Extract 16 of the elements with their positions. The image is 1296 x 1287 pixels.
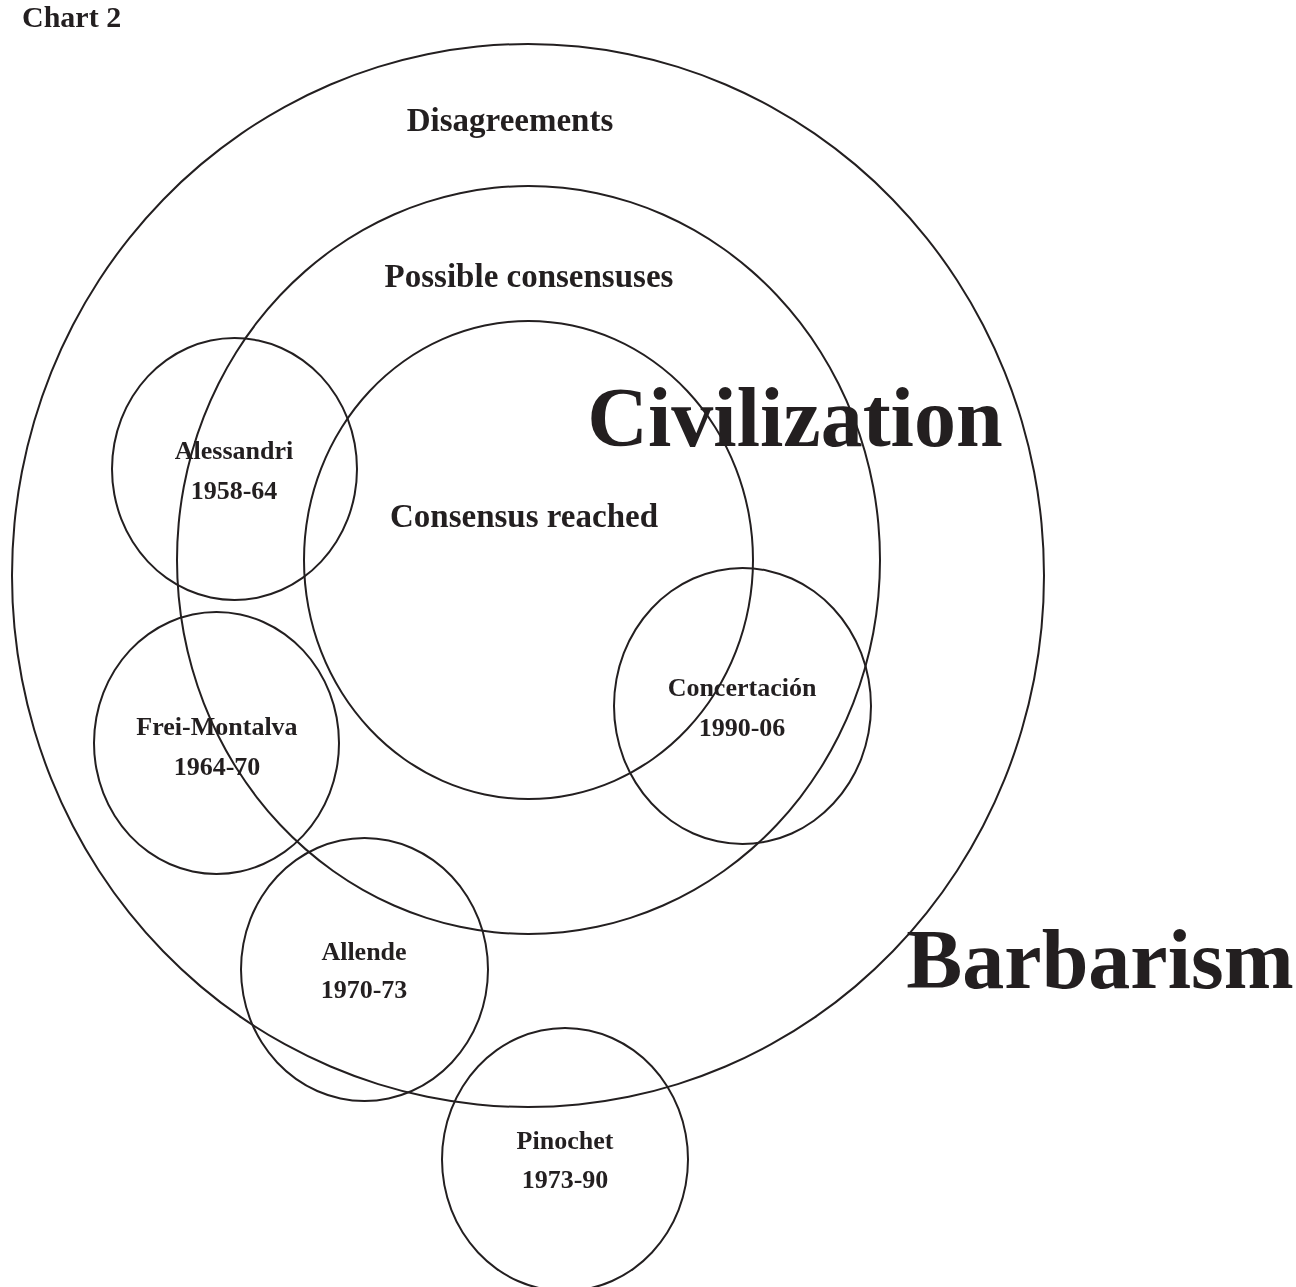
year-range: 1990-06 xyxy=(698,715,786,741)
circle xyxy=(240,837,489,1102)
region-label: Barbarism xyxy=(906,918,1294,1002)
circle-label: Possible consensuses xyxy=(384,259,674,293)
year-range: 1958-64 xyxy=(190,478,278,504)
circle xyxy=(613,567,872,845)
circle-label: Allende xyxy=(321,939,407,965)
circle xyxy=(441,1027,689,1287)
circle-label: Pinochet xyxy=(516,1128,614,1154)
circle-label: Disagreements xyxy=(406,103,614,137)
circle xyxy=(111,337,358,601)
year-range: 1973-90 xyxy=(521,1167,609,1193)
circle xyxy=(93,611,340,875)
year-range: 1970-73 xyxy=(320,977,408,1003)
circle-label: Consensus reached xyxy=(390,499,658,533)
chart-title: Chart 2 xyxy=(22,2,122,32)
